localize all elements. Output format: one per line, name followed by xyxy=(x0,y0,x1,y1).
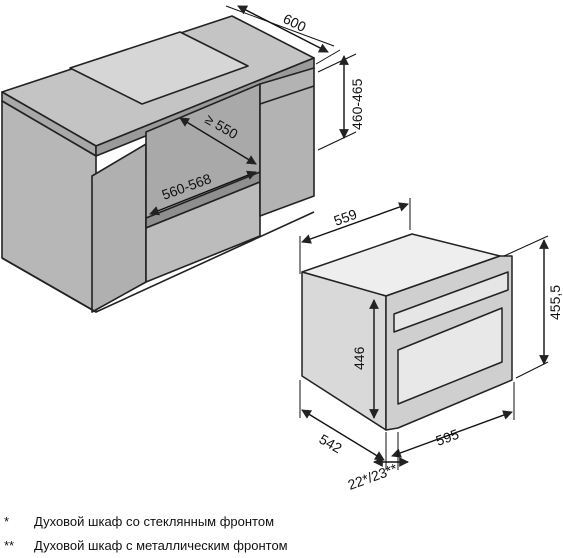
cabinet-depth-label: 600 xyxy=(281,10,309,35)
footnote-metal-front: ** Духовой шкаф с металлическим фронтом xyxy=(0,534,563,558)
hob xyxy=(69,31,249,105)
oven-total-height-label: 455,5 xyxy=(547,285,563,320)
cabinet-base-edge xyxy=(1,211,315,313)
oven-width-arrow xyxy=(391,410,513,458)
footnotes: * Духовой шкаф со стеклянным фронтом ** … xyxy=(0,510,563,558)
footnote-mark: ** xyxy=(4,538,15,553)
cabinet-right-column xyxy=(259,67,315,217)
oven-body-depth-arrow xyxy=(301,409,385,461)
oven-window xyxy=(397,307,503,405)
oven-depth-arrow xyxy=(301,202,409,244)
oven-depth-label: 559 xyxy=(332,206,360,229)
footnote-text: Духовой шкаф со стеклянным фронтом xyxy=(34,514,275,529)
built-in-oven xyxy=(301,233,513,431)
front-thickness-label: 22*/23** xyxy=(346,460,400,493)
cabinet-depth-arrow xyxy=(237,5,329,53)
footnote-glass-front: * Духовой шкаф со стеклянным фронтом xyxy=(0,510,563,534)
cabinet-door-left xyxy=(91,143,147,313)
kitchen-cabinet xyxy=(1,15,315,313)
oven-control-panel xyxy=(393,271,509,333)
oven-width-label: 595 xyxy=(434,426,462,449)
niche-dimensions xyxy=(149,5,357,216)
oven-dimensions xyxy=(299,198,549,470)
niche-depth-arrow xyxy=(179,117,257,165)
installation-diagram: 600 460-465 ≥ 550 560-568 559 455,5 446 … xyxy=(1,5,563,493)
oven-body-height-label: 446 xyxy=(351,346,367,370)
oven-body-depth-label: 542 xyxy=(317,431,345,457)
niche-width-arrow xyxy=(149,170,257,216)
right-column-gap xyxy=(259,85,315,105)
footnote-mark: * xyxy=(4,514,10,529)
niche-height-label: 460-465 xyxy=(349,78,365,130)
footnote-text: Духовой шкаф с металлическим фронтом xyxy=(34,538,288,553)
